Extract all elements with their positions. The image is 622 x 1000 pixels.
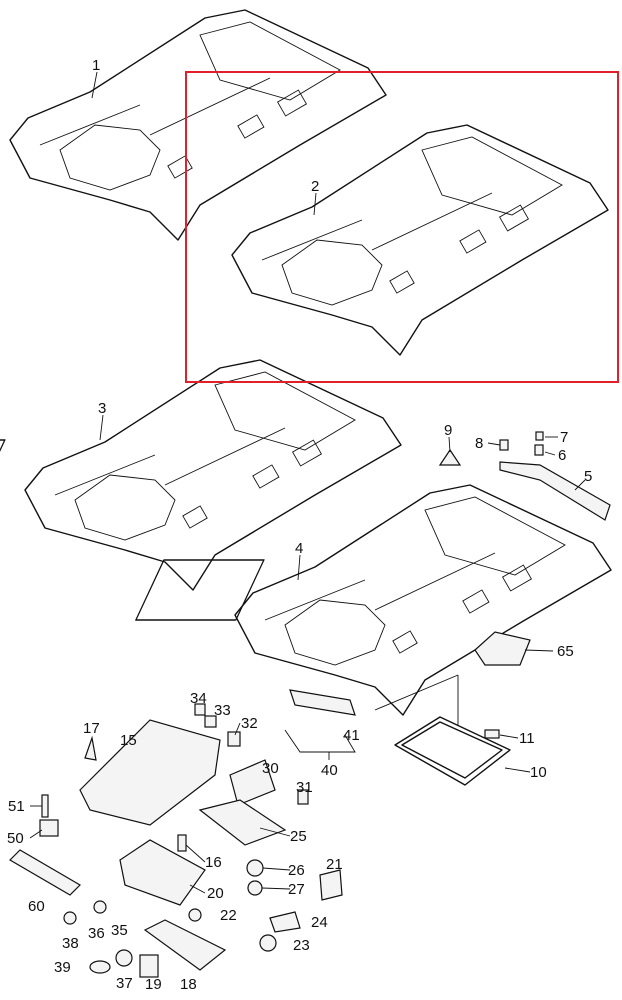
label-17[interactable]: 17	[83, 720, 100, 737]
cover-20	[119, 839, 206, 906]
label-41[interactable]: 41	[343, 727, 360, 744]
part-number-labels: 1 2 3 4 5 6 7 8 9 10 11 15 16 17 18 19 2…	[7, 57, 592, 993]
label-11[interactable]: 11	[519, 730, 535, 747]
headliner-part-3[interactable]	[0, 359, 402, 591]
label-23[interactable]: 23	[293, 937, 310, 954]
clip-33	[204, 715, 217, 728]
label-24[interactable]: 24	[311, 914, 328, 931]
screw-51	[41, 794, 49, 818]
label-39[interactable]: 39	[54, 959, 71, 976]
label-31[interactable]: 31	[296, 779, 313, 796]
bracket-50	[39, 819, 59, 837]
label-60[interactable]: 60	[28, 898, 45, 915]
label-30[interactable]: 30	[262, 760, 279, 777]
clip-34	[194, 703, 206, 716]
label-25[interactable]: 25	[290, 828, 307, 845]
clip-8	[499, 439, 509, 451]
clip-11	[484, 729, 500, 739]
cap-36	[93, 900, 107, 914]
label-33[interactable]: 33	[214, 702, 231, 719]
clip-6	[534, 444, 544, 456]
ring-38	[63, 911, 77, 925]
cap-26	[246, 859, 264, 877]
strip-60	[9, 849, 81, 896]
clip-22	[188, 908, 202, 922]
label-27[interactable]: 27	[288, 881, 305, 898]
leader-lines	[29, 71, 586, 894]
label-4[interactable]: 4	[295, 540, 303, 557]
seal-10	[394, 716, 511, 786]
bracket-41	[289, 689, 356, 716]
clip-31	[297, 789, 309, 805]
label-22[interactable]: 22	[220, 907, 237, 924]
label-50[interactable]: 50	[7, 830, 24, 847]
spring-17	[84, 735, 97, 761]
label-51[interactable]: 51	[8, 798, 25, 815]
label-6[interactable]: 6	[558, 447, 566, 464]
clip-39	[89, 960, 111, 974]
label-65[interactable]: 65	[557, 643, 574, 660]
label-38[interactable]: 38	[62, 935, 79, 952]
sunroof-opening	[0, 439, 6, 496]
plug-23	[259, 934, 277, 952]
label-8[interactable]: 8	[475, 435, 483, 452]
screw-7	[535, 431, 544, 441]
label-36[interactable]: 36	[88, 925, 105, 942]
label-18[interactable]: 18	[180, 976, 197, 993]
bracket-9	[438, 448, 462, 466]
label-19[interactable]: 19	[145, 976, 162, 993]
pad-25	[198, 799, 287, 846]
label-40[interactable]: 40	[321, 762, 338, 779]
label-3[interactable]: 3	[98, 400, 106, 417]
pad-19	[139, 954, 159, 978]
label-9[interactable]: 9	[444, 422, 452, 439]
lamp-65	[474, 631, 531, 666]
label-2[interactable]: 2	[311, 178, 319, 195]
headliner-part-2[interactable]	[231, 124, 609, 356]
label-32[interactable]: 32	[241, 715, 258, 732]
label-5[interactable]: 5	[584, 468, 592, 485]
headliner-part-1[interactable]	[9, 9, 387, 241]
clip-32	[227, 731, 241, 747]
ring-27	[247, 880, 263, 896]
bracket-21	[319, 869, 343, 901]
label-26[interactable]: 26	[288, 862, 305, 879]
label-10[interactable]: 10	[530, 764, 547, 781]
screw-16	[177, 834, 187, 852]
highlight-box	[185, 71, 619, 383]
label-34[interactable]: 34	[190, 690, 207, 707]
headliner-part-4[interactable]	[135, 484, 612, 716]
label-20[interactable]: 20	[207, 885, 224, 902]
sunroof-opening	[135, 559, 265, 621]
small-parts	[9, 431, 611, 978]
label-7[interactable]: 7	[560, 429, 568, 446]
label-15[interactable]: 15	[120, 732, 137, 749]
label-1[interactable]: 1	[92, 57, 100, 74]
console-15	[79, 719, 221, 826]
label-21[interactable]: 21	[326, 856, 343, 873]
cap-37	[115, 949, 133, 967]
clip-24	[269, 911, 301, 933]
label-35[interactable]: 35	[111, 922, 128, 939]
label-37[interactable]: 37	[116, 975, 133, 992]
cover-30	[229, 759, 276, 806]
pad-18	[143, 919, 227, 971]
label-16[interactable]: 16	[205, 854, 222, 871]
trim-strip-5	[499, 461, 611, 521]
